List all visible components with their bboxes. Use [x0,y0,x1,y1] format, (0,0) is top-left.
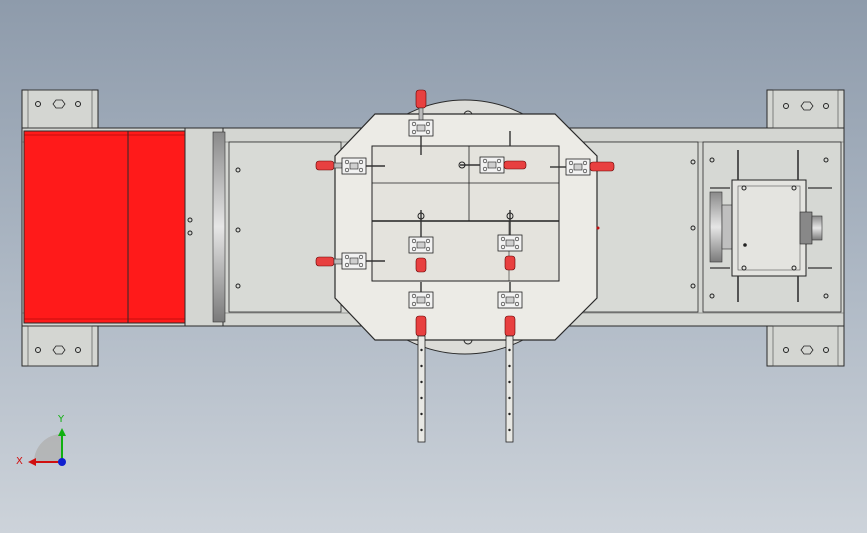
axis-y-label: Y [58,414,65,425]
toggle-clamp-left-lower [315,252,385,270]
axis-triad [28,428,66,466]
drive-motor-assembly [702,141,842,313]
toggle-clamp-bottom-right [497,282,523,337]
red-guard-cover [23,130,186,324]
left-mounting-plate [228,141,342,313]
axis-x-label: X [16,456,23,467]
mounting-foot-top-right [766,89,845,129]
mounting-foot-bottom-right [766,325,845,367]
workpiece-panels [371,145,560,282]
mounting-foot-top-left [21,89,99,129]
support-rod-left [417,335,426,443]
toggle-clamp-right-upper [550,158,615,176]
toggle-clamp-inner-right [497,210,523,271]
mounting-foot-bottom-left [21,325,99,367]
toggle-clamp-center-top [458,156,527,174]
toggle-clamp-top [408,89,434,155]
support-rod-right [505,335,514,443]
toggle-clamp-inner-left [408,210,434,273]
toggle-clamp-left-upper [315,157,385,175]
